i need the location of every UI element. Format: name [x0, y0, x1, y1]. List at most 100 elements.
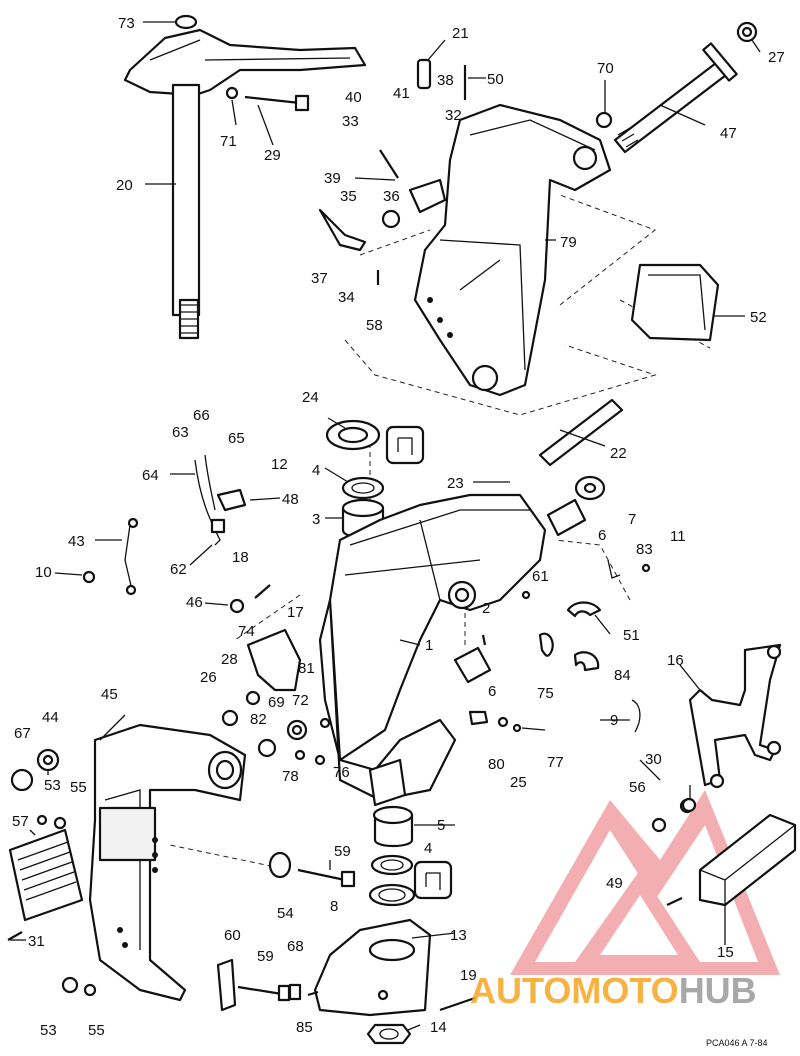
callout-37: 37: [311, 270, 328, 287]
callout-15: 15: [717, 944, 734, 961]
callout-63: 63: [172, 424, 189, 441]
callout-31: 31: [28, 933, 45, 950]
callout-70: 70: [597, 60, 614, 77]
callout-4: 4: [312, 462, 320, 479]
callout-51: 51: [623, 627, 640, 644]
watermark-text: AUTOMOTOHUB: [470, 970, 757, 1011]
callout-59b: 59: [257, 948, 274, 965]
callout-36: 36: [383, 188, 400, 205]
callout-44: 44: [42, 709, 59, 726]
callout-14: 14: [430, 1019, 447, 1036]
callout-18: 18: [232, 549, 249, 566]
callout-65: 65: [228, 430, 245, 447]
callout-62: 62: [170, 561, 187, 578]
callout-58: 58: [366, 317, 383, 334]
part-52-pad: [630, 263, 720, 342]
callout-47: 47: [720, 125, 737, 142]
part-20-swivel-shaft: [123, 14, 367, 340]
callout-21: 21: [452, 25, 469, 42]
callout-16: 16: [667, 652, 684, 669]
callout-24: 24: [302, 389, 319, 406]
watermark-auto: AUTO: [470, 970, 571, 1011]
watermark-moto: MOTO: [571, 970, 678, 1011]
callout-10: 10: [35, 564, 52, 581]
callout-7: 7: [628, 511, 636, 528]
small-parts-upper: [318, 58, 613, 285]
reference-code: PCA046 A 7-84: [706, 1038, 768, 1048]
parts-left-small: [7, 748, 97, 997]
callout-72: 72: [292, 692, 309, 709]
callout-82: 82: [250, 711, 267, 728]
part-15-pad: [651, 797, 797, 907]
watermark-hub: HUB: [679, 970, 757, 1011]
parts-60-59-68-85: [216, 958, 319, 1012]
parts-17-28-26-82: [221, 628, 331, 766]
callout-66: 66: [193, 407, 210, 424]
callout-4b: 4: [424, 840, 432, 857]
callout-27: 27: [768, 49, 785, 66]
callout-labels: 73 21 27 70 38 50 41 40 32 33 71 29 47 2…: [12, 15, 785, 1039]
callout-60: 60: [224, 927, 241, 944]
callout-43: 43: [68, 533, 85, 550]
callout-28: 28: [221, 651, 238, 668]
callout-33: 33: [342, 113, 359, 130]
callout-26: 26: [200, 669, 217, 686]
callout-50: 50: [487, 71, 504, 88]
callout-35: 35: [340, 188, 357, 205]
callout-75: 75: [537, 685, 554, 702]
callout-71: 71: [220, 133, 237, 150]
callout-8: 8: [330, 898, 338, 915]
callout-53: 53: [44, 777, 61, 794]
callout-11: 11: [670, 528, 686, 545]
callout-9: 9: [610, 712, 618, 729]
callout-20: 20: [116, 177, 133, 194]
callout-54: 54: [277, 905, 294, 922]
callout-57: 57: [12, 813, 29, 830]
callout-2: 2: [482, 600, 490, 617]
callout-39: 39: [324, 170, 341, 187]
part-19-rod: [439, 996, 476, 1012]
leader-lines: [10, 21, 761, 1031]
callout-49: 49: [606, 875, 623, 892]
callout-6b: 6: [488, 683, 496, 700]
callout-3: 3: [312, 511, 320, 528]
callout-45: 45: [101, 686, 118, 703]
parts-right-small: [453, 559, 651, 733]
callout-64: 64: [142, 467, 159, 484]
callout-73: 73: [118, 15, 135, 32]
callout-34: 34: [338, 289, 355, 306]
callout-69: 69: [268, 694, 285, 711]
callout-32: 32: [445, 107, 462, 124]
callout-48: 48: [282, 491, 299, 508]
callout-74: 74: [238, 623, 255, 640]
callout-23: 23: [447, 475, 464, 492]
parts-lower-stack: [313, 805, 453, 1045]
callout-59: 59: [334, 843, 351, 860]
callout-19: 19: [460, 967, 477, 984]
callout-55b: 55: [88, 1022, 105, 1039]
callout-30: 30: [645, 751, 662, 768]
part-79-stern-bracket: [413, 103, 612, 397]
callout-13: 13: [450, 927, 467, 944]
parts-24-4-3: [325, 419, 425, 539]
callout-61: 61: [532, 568, 549, 585]
callout-56: 56: [629, 779, 646, 796]
callout-53b: 53: [40, 1022, 57, 1039]
callout-84: 84: [614, 667, 631, 684]
parts-22-7-6: [538, 398, 624, 537]
parts-54-59: [268, 851, 356, 888]
callout-81: 81: [298, 660, 315, 677]
callout-5: 5: [437, 817, 445, 834]
callout-29: 29: [264, 147, 281, 164]
callout-76: 76: [333, 764, 350, 781]
part-1-swivel-bracket: [318, 493, 547, 807]
part-16-tilt-lever: [679, 643, 782, 814]
callout-80: 80: [488, 756, 505, 773]
watermark-logo: [510, 790, 780, 975]
callout-52: 52: [750, 309, 767, 326]
callout-78: 78: [282, 768, 299, 785]
callout-12: 12: [271, 456, 288, 473]
part-45-stern-bracket: [88, 723, 247, 1002]
callout-17: 17: [287, 604, 304, 621]
